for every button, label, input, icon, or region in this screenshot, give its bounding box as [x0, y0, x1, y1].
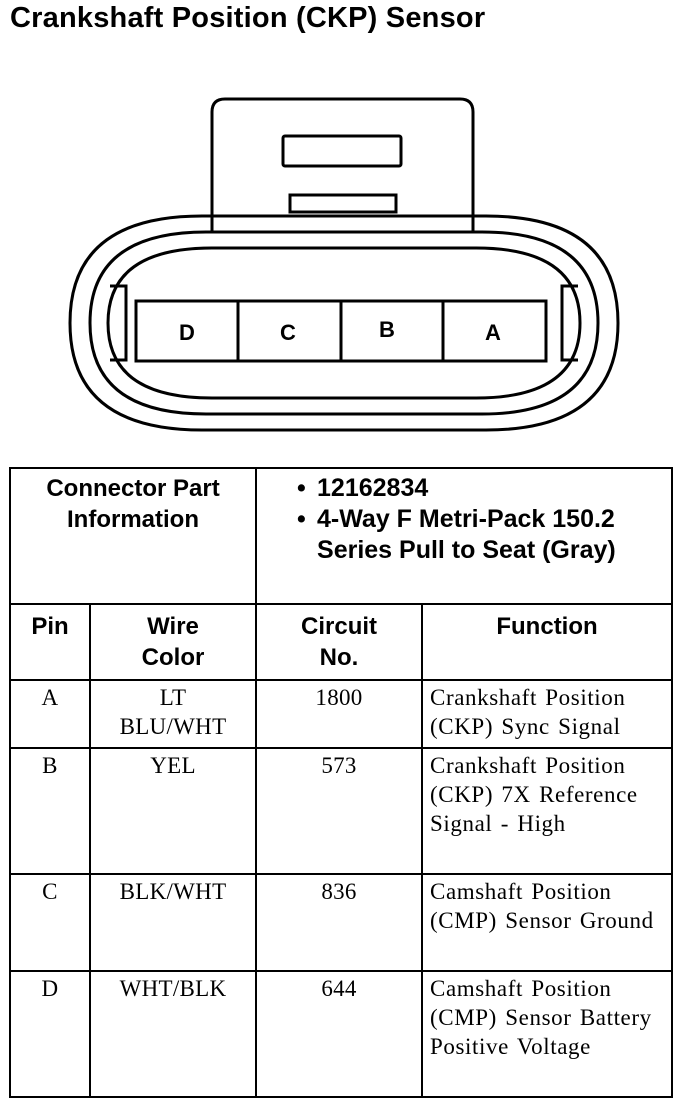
pin-label-d: D [179, 320, 195, 345]
pin-label-c: C [280, 320, 296, 345]
pin-cell: A [9, 679, 91, 749]
header-function: Function [421, 603, 674, 681]
circuit-cell: 1800 [255, 679, 424, 749]
header-circuit-no: Circuit No. [255, 603, 424, 681]
wire-color-cell: LT BLU/WHT [88, 679, 258, 749]
circuit-cell: 573 [255, 747, 424, 875]
wire-color-cell: WHT/BLK [88, 970, 258, 1098]
header-pin: Pin [9, 603, 91, 681]
connector-outer-shell [68, 214, 620, 432]
function-cell: Crankshaft Position (CKP) Sync Signal [421, 679, 674, 749]
part-number: 12162834 [297, 473, 663, 504]
pin-label-a: A [485, 320, 501, 345]
page-title: Crankshaft Position (CKP) Sensor [10, 2, 486, 34]
pin-label-b: B [379, 317, 395, 342]
function-cell: Camshaft Position (CMP) Sensor Ground [421, 873, 674, 972]
wire-color-cell: BLK/WHT [88, 873, 258, 972]
connector-lock-slot [281, 134, 403, 168]
circuit-cell: 644 [255, 970, 424, 1098]
table-row: D WHT/BLK 644 Camshaft Position (CMP) Se… [9, 970, 674, 1098]
function-cell: Camshaft Position (CMP) Sensor Battery P… [421, 970, 674, 1098]
pin-cell: C [9, 873, 91, 972]
connector-middle-shell [88, 230, 600, 416]
table-row: C BLK/WHT 836 Camshaft Position (CMP) Se… [9, 873, 674, 972]
connector-diagram: D C B A [68, 97, 620, 432]
pin-cell: B [9, 747, 91, 875]
pin-cell: D [9, 970, 91, 1098]
connector-info-table: Connector Part Information 12162834 4-Wa… [8, 467, 674, 1098]
connector-right-key [560, 284, 578, 362]
column-header-row: Pin Wire Color Circuit No. Function [9, 603, 674, 681]
wire-color-cell: YEL [88, 747, 258, 875]
table-row: A LT BLU/WHT 1800 Crankshaft Position (C… [9, 679, 674, 749]
part-info-values: 12162834 4-Way F Metri-Pack 150.2 Series… [255, 467, 674, 605]
part-info-row: Connector Part Information 12162834 4-Wa… [8, 467, 674, 605]
function-cell: Crankshaft Position (CKP) 7X Reference S… [421, 747, 674, 875]
part-description: 4-Way F Metri-Pack 150.2 Series Pull to … [297, 504, 663, 566]
table-row: B YEL 573 Crankshaft Position (CKP) 7X R… [9, 747, 674, 875]
part-info-label: Connector Part Information [8, 467, 258, 605]
header-wire-color: Wire Color [88, 603, 258, 681]
connector-latch [288, 193, 398, 214]
connector-lock-tab [210, 97, 475, 232]
connector-left-key [110, 284, 128, 362]
circuit-cell: 836 [255, 873, 424, 972]
